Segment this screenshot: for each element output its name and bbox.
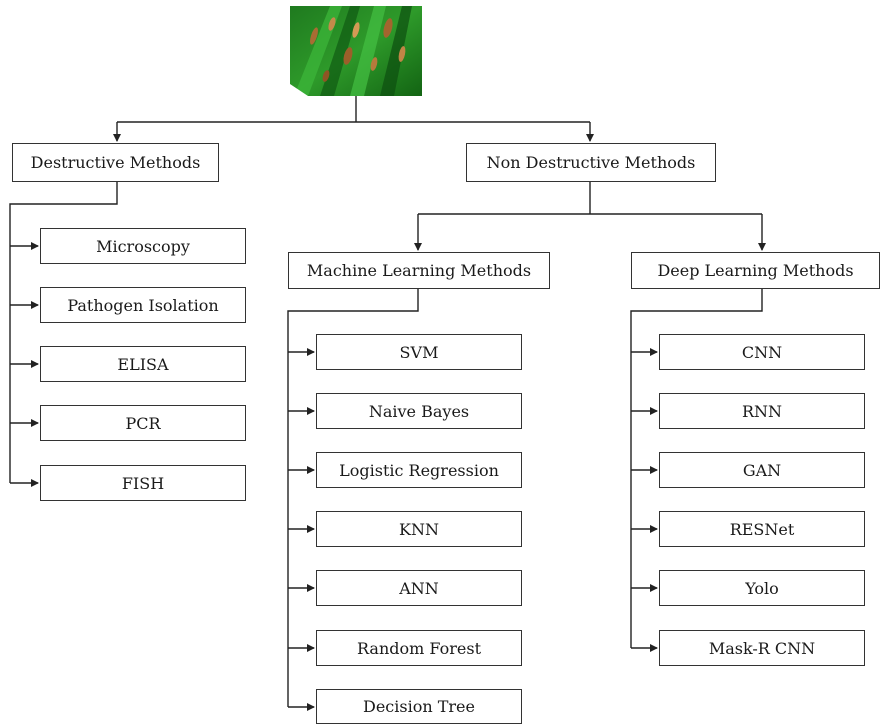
non-destructive-methods-node: Non Destructive Methods — [466, 143, 716, 182]
logistic-regression-node: Logistic Regression — [316, 452, 522, 488]
deep-learning-methods-node: Deep Learning Methods — [631, 252, 880, 289]
machine-learning-methods-node: Machine Learning Methods — [288, 252, 550, 289]
random-forest-node: Random Forest — [316, 630, 522, 666]
destructive-methods-node: Destructive Methods — [12, 143, 219, 182]
gan-node: GAN — [659, 452, 865, 488]
rnn-node: RNN — [659, 393, 865, 429]
elisa-node: ELISA — [40, 346, 246, 382]
cnn-node: CNN — [659, 334, 865, 370]
machine-learning-bracket — [287, 289, 419, 707]
yolo-node: Yolo — [659, 570, 865, 606]
microscopy-node: Microscopy — [40, 228, 246, 264]
svm-node: SVM — [316, 334, 522, 370]
knn-node: KNN — [316, 511, 522, 547]
pathogen-isolation-node: Pathogen Isolation — [40, 287, 246, 323]
mask-r-cnn-node: Mask-R CNN — [659, 630, 865, 666]
pcr-node: PCR — [40, 405, 246, 441]
deep-learning-bracket — [630, 289, 763, 648]
destructive-bracket — [9, 182, 118, 483]
decision-tree-node: Decision Tree — [316, 689, 522, 724]
ann-node: ANN — [316, 570, 522, 606]
leaf-picture — [290, 6, 422, 96]
naive-bayes-node: Naive Bayes — [316, 393, 522, 429]
resnet-node: RESNet — [659, 511, 865, 547]
fish-node: FISH — [40, 465, 246, 501]
diseased-leaf-image — [290, 6, 422, 96]
